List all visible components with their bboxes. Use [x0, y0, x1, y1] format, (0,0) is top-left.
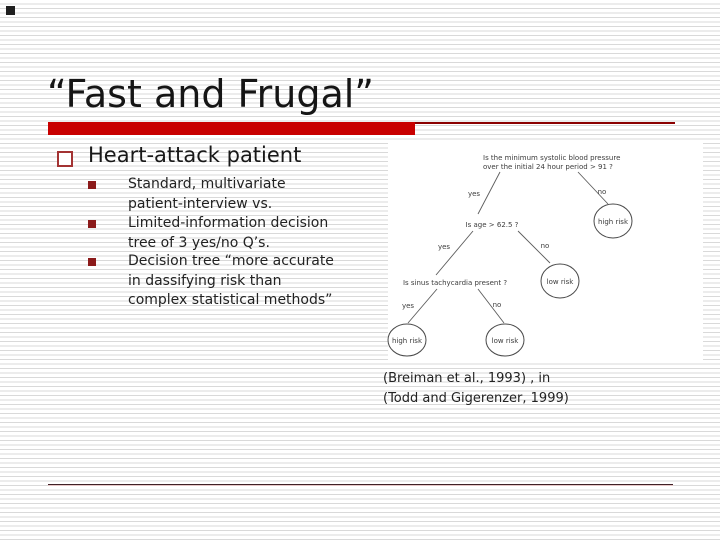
title-underline-thin-extension [415, 122, 675, 124]
tree-root-question-line2: over the initial 24 hour period > 91 ? [483, 163, 613, 171]
edge-age-no [517, 230, 551, 264]
citation: (Breiman et al., 1993) , in (Todd and Gi… [383, 369, 569, 409]
bullet-item-3-line-1: Decision tree “more accurate [128, 253, 334, 269]
bullet-item-3-line-2: in dassifying risk than [128, 272, 282, 289]
bullet-item-2-line-1: Limited-information decision [128, 215, 329, 231]
decision-tree-svg: Is the minimum systolic blood pressure o… [387, 143, 703, 361]
bullet-item-1-line-2: patient-interview vs. [128, 195, 273, 212]
bullet-item-2-line-2: tree of 3 yes/no Q’s. [128, 234, 270, 251]
leaf-node-low-risk [485, 323, 525, 357]
section-heading: Heart-attack patient [88, 143, 302, 167]
bullet-square-icon [88, 181, 96, 189]
edge-label-yes: yes [468, 190, 480, 198]
corner-square-decoration [6, 6, 15, 15]
edge-sinus-no [477, 288, 505, 324]
heading-bullet-square-icon [57, 151, 73, 167]
edge-label-yes: yes [402, 302, 414, 310]
bottom-divider-rule [48, 484, 673, 486]
bullet-item-1: Standard, multivariate patient-interview… [128, 175, 286, 214]
bullet-item-1-line-1: Standard, multivariate [128, 176, 286, 192]
leaf-label-low-risk: low risk [492, 337, 520, 345]
leaf-node-high-risk [593, 203, 633, 239]
decision-tree-figure: Is the minimum systolic blood pressure o… [378, 138, 710, 368]
edge-age-yes [435, 230, 474, 276]
bullet-item-2: Limited-information decision tree of 3 y… [128, 214, 328, 253]
slide-title: “Fast and Frugal” [47, 72, 374, 116]
figure-background [388, 143, 703, 361]
leaf-label-high-risk: high risk [598, 218, 629, 226]
edge-sinus-yes [407, 288, 438, 324]
bullet-square-icon [88, 220, 96, 228]
tree-root-question-line1: Is the minimum systolic blood pressure [483, 154, 620, 162]
leaf-label-low-risk: low risk [547, 278, 575, 286]
edge-label-no: no [541, 242, 550, 250]
tree-age-question: Is age > 62.5 ? [466, 221, 519, 229]
edge-label-no: no [493, 301, 502, 309]
citation-line-2: (Todd and Gigerenzer, 1999) [383, 391, 569, 406]
leaf-label-high-risk: high risk [392, 337, 423, 345]
edge-root-no [577, 171, 609, 205]
edge-root-yes [477, 171, 501, 215]
edge-label-no: no [598, 188, 607, 196]
citation-line-1: (Breiman et al., 1993) , in [383, 371, 551, 386]
title-underline-bar [48, 122, 415, 135]
bullet-item-3: Decision tree “more accurate in dassifyi… [128, 252, 334, 311]
tree-sinus-question: Is sinus tachycardia present ? [403, 279, 507, 287]
leaf-node-high-risk [387, 323, 427, 357]
leaf-node-low-risk [540, 263, 580, 299]
edge-label-yes: yes [438, 243, 450, 251]
bullet-item-3-line-3: complex statistical methods” [128, 292, 333, 308]
bullet-square-icon [88, 258, 96, 266]
